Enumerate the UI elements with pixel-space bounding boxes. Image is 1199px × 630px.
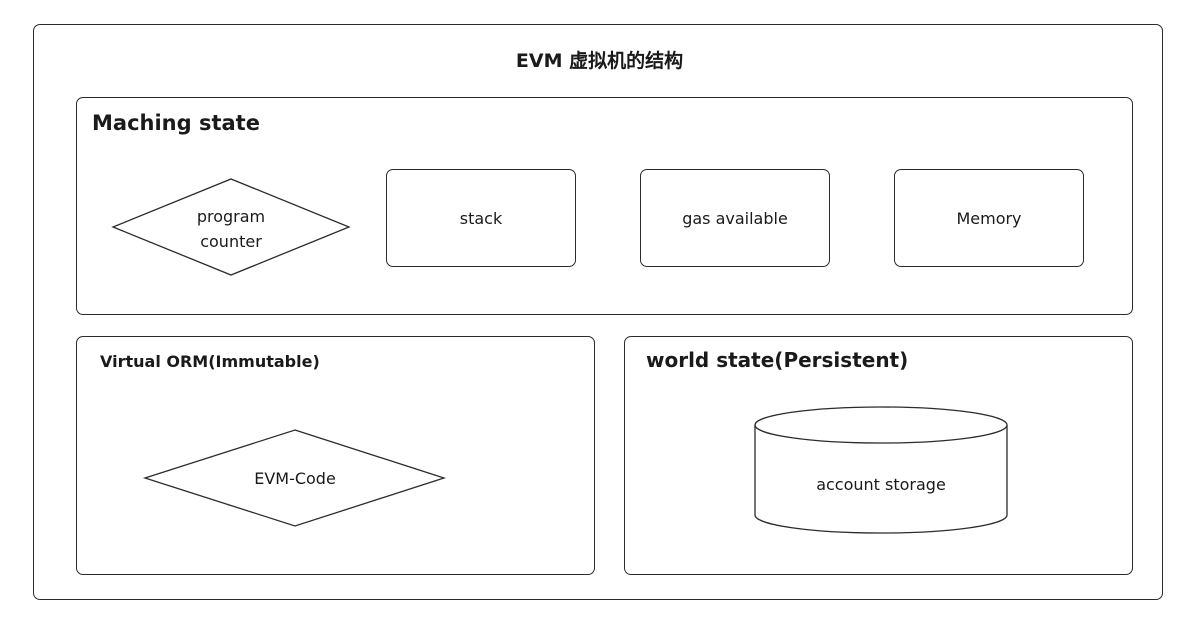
gas-available-node: gas available: [640, 169, 830, 267]
diagram-title: EVM 虚拟机的结构: [515, 50, 684, 72]
memory-node: Memory: [894, 169, 1084, 267]
program-counter-label: program counter: [196, 207, 266, 251]
world-state-label: world state(Persistent): [646, 348, 909, 372]
memory-label: Memory: [956, 208, 1022, 228]
evm-code-label: EVM-Code: [254, 469, 336, 488]
stack-label: stack: [459, 208, 503, 228]
machine-state-label: Maching state: [92, 111, 260, 135]
virtual-rom-label: Virtual ORM(Immutable): [100, 352, 320, 371]
stack-node: stack: [386, 169, 576, 267]
gas-available-label: gas available: [682, 208, 788, 228]
account-storage-label: account storage: [816, 475, 946, 494]
